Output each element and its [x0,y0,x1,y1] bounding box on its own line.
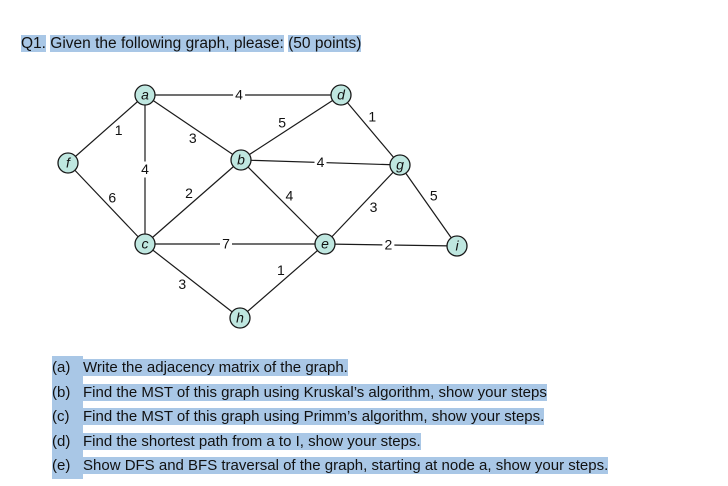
edge-weight-label: 7 [222,236,230,252]
edge-weight-background [220,236,232,252]
edge-weight-label: 1 [115,122,123,138]
edge-weight-label: 5 [278,114,286,130]
edge-b-e [240,159,326,245]
edge-weight-label: 3 [178,276,186,292]
node-c [134,233,156,255]
edge-g-i [399,164,458,247]
question-number: Q1. [21,35,46,52]
task-list: (a)Write the adjacency matrix of the gra… [52,356,609,479]
question-heading: Q1. Given the following graph, please: (… [21,34,362,54]
task-letter: (c) [52,405,83,430]
task-text: Find the MST of this graph using Primm’s… [83,408,545,425]
node-label: i [455,238,459,254]
node-label: g [396,157,404,173]
node-label: d [337,87,346,103]
task-letter: (d) [52,429,83,454]
edge-weight-label: 3 [370,199,378,215]
edge-weight-label: 5 [430,187,438,203]
task-text: Find the MST of this graph using Kruskal… [83,383,547,401]
edge-a-b [144,94,242,161]
node-i [446,235,468,257]
question-text: Given the following graph, please: [50,35,284,52]
node-label: a [141,87,149,103]
node-label: c [142,236,149,252]
task-text: Write the adjacency matrix of the graph. [83,359,348,376]
node-label: b [237,152,245,168]
edge-e-g [324,164,401,245]
edge-d-g [340,94,401,166]
node-f [57,152,79,174]
task-item: (d)Find the shortest path from a to I, s… [52,429,608,454]
edge-f-c [67,162,146,245]
edge-weight-background [314,154,327,171]
edge-weight-label: 4 [317,154,325,170]
task-item: (e)Show DFS and BFS traversal of the gra… [52,454,609,479]
edge-a-f [67,94,146,164]
task-letter: (b) [52,380,83,405]
edge-weight-label: 2 [384,237,392,253]
edge-c-h [144,243,241,319]
edge-weight-label: 1 [277,262,285,278]
node-e [314,233,336,255]
edge-weight-background [139,161,151,178]
edge-weight-label: 2 [185,185,193,201]
edge-b-c [144,159,242,245]
task-item: (c)Find the MST of this graph using Prim… [52,405,608,430]
edge-weight-label: 4 [141,161,149,177]
task-item: (a)Write the adjacency matrix of the gra… [52,356,608,381]
node-label: h [236,310,244,326]
node-h [229,307,251,329]
edge-h-e [239,243,326,319]
question-points: (50 points) [288,35,362,52]
task-text: Find the shortest path from a to I, show… [83,432,421,450]
edge-weight-label: 1 [368,108,376,124]
task-letter: (a) [52,356,83,381]
node-b [230,149,252,171]
edge-weight-background [233,87,246,103]
task-letter: (e) [52,454,83,479]
task-text: Show DFS and BFS traversal of the graph,… [83,457,609,474]
node-a [134,84,156,106]
node-label: e [321,236,329,252]
edge-weight-label: 3 [189,130,197,146]
edge-b-d [240,94,342,161]
node-g [389,154,411,176]
edge-weight-label: 4 [285,187,293,203]
edge-weight-label: 6 [108,190,116,206]
node-d [330,84,352,106]
edge-weight-background [382,236,395,253]
edge-weight-label: 4 [235,87,243,103]
task-item: (b)Find the MST of this graph using Krus… [52,380,608,405]
node-label: f [66,155,72,171]
